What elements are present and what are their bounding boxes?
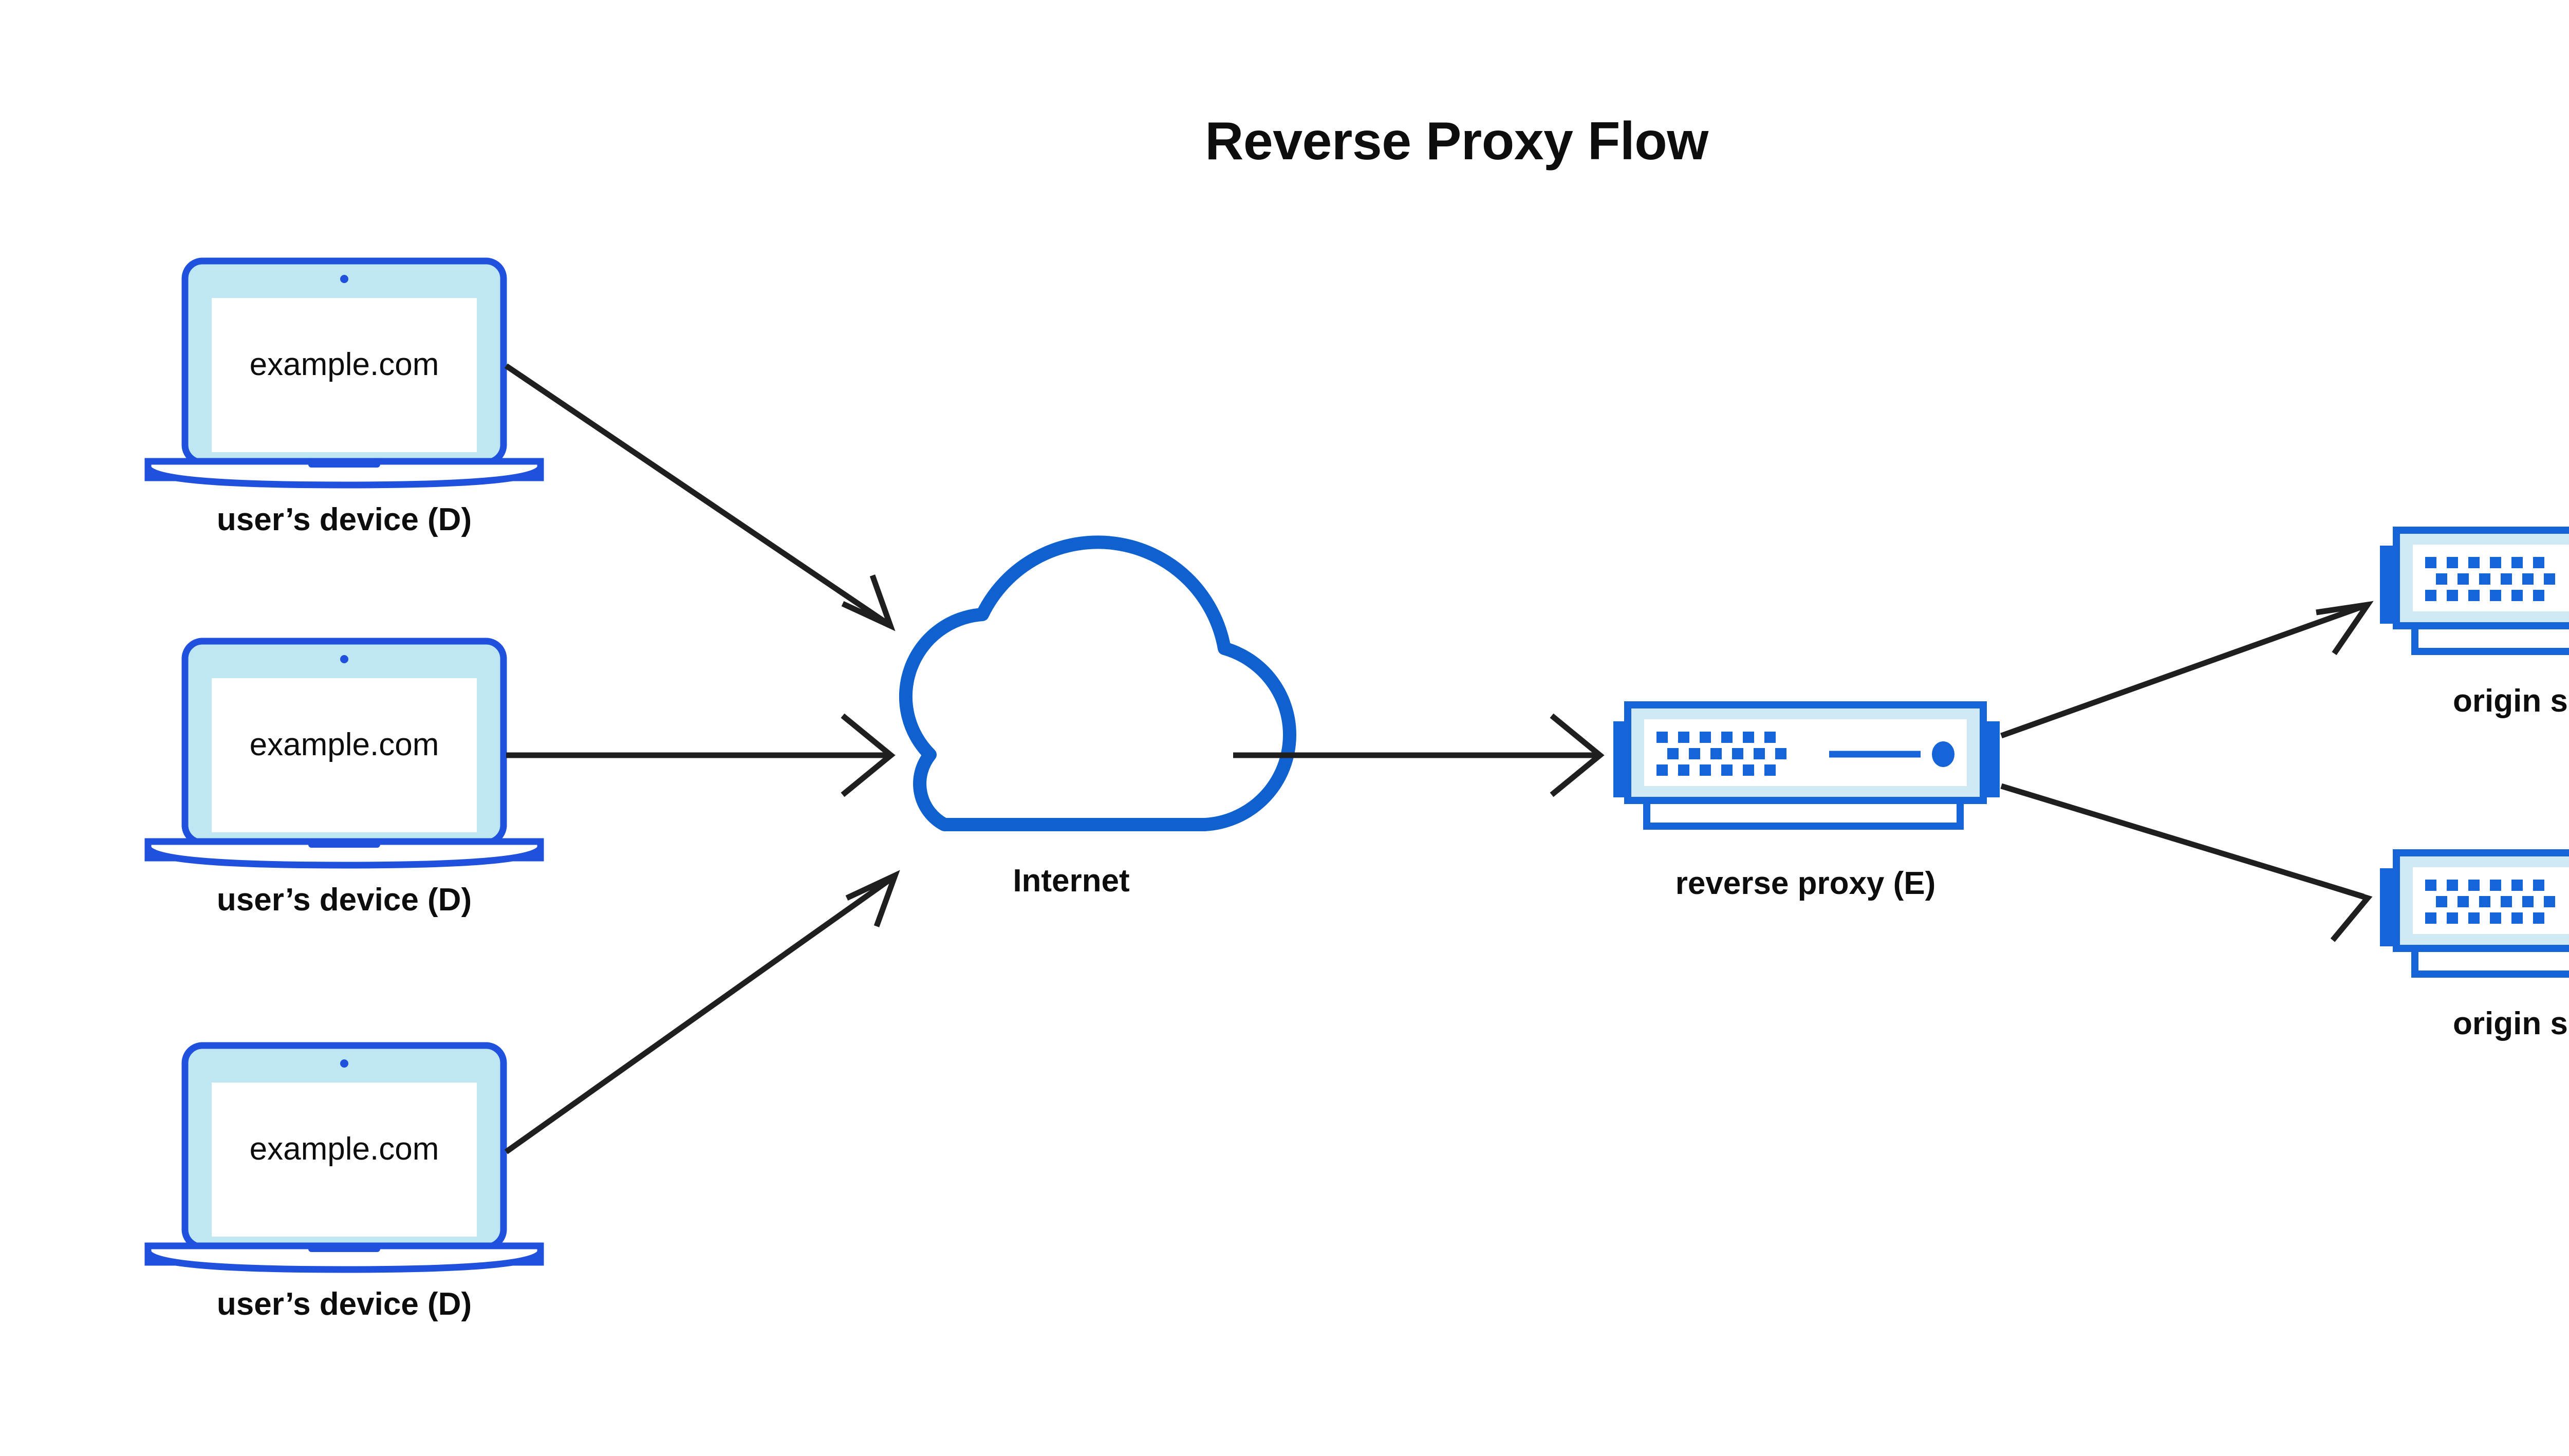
laptop-camera-icon [340, 275, 348, 283]
server-icon [1613, 701, 2000, 830]
laptop-icon: example.com [144, 1042, 544, 1273]
origin-server-node-bottom: origin server (F) [2380, 849, 2569, 1041]
laptop-icon: example.com [144, 638, 544, 869]
server-icon [2380, 527, 2569, 655]
flow-arrow-device-middle-to-cloud [506, 713, 896, 797]
laptop-trackpad-notch [308, 459, 380, 468]
device-label-top: user’s device (D) [217, 502, 472, 537]
server-vent-grid-icon [2425, 880, 2555, 924]
device-label-bottom: user’s device (D) [217, 1286, 472, 1322]
flow-arrow-proxy-to-origin-bottom [2000, 783, 2373, 942]
laptop-screen [212, 298, 477, 452]
server-icon [2380, 849, 2569, 978]
cloud-label: Internet [1013, 863, 1129, 899]
device-screen-text: example.com [250, 347, 439, 382]
device-node-top: example.com user’s device (D) [144, 257, 544, 537]
page-title: Reverse Proxy Flow [1205, 111, 1709, 171]
cloud-icon [899, 535, 1296, 831]
laptop-trackpad-notch [308, 1244, 380, 1252]
flow-arrow-device-bottom-to-cloud [504, 870, 900, 1154]
device-screen-text: example.com [250, 1131, 439, 1167]
origin-server-node-top: origin server (F) [2380, 527, 2569, 719]
origin-server-label-top: origin server (F) [2453, 683, 2569, 719]
origin-server-label-bottom: origin server (F) [2453, 1006, 2569, 1041]
flow-arrow-cloud-to-proxy [1233, 713, 1605, 797]
laptop-screen [212, 678, 477, 832]
device-node-middle: example.com user’s device (D) [144, 638, 544, 918]
laptop-base-lip [144, 1242, 544, 1273]
laptop-trackpad-notch [308, 839, 380, 848]
laptop-icon: example.com [144, 257, 544, 489]
laptop-screen [212, 1082, 477, 1237]
reverse-proxy-node: reverse proxy (E) [1613, 701, 2000, 901]
device-node-bottom: example.com user’s device (D) [144, 1042, 544, 1322]
laptop-camera-icon [340, 655, 348, 663]
flow-arrow-proxy-to-origin-top [2000, 601, 2374, 739]
device-screen-text: example.com [250, 727, 439, 762]
laptop-base-lip [144, 838, 544, 869]
flow-arrow-device-top-to-cloud [504, 363, 896, 631]
server-led-icon [1932, 741, 1954, 767]
laptop-camera-icon [340, 1059, 348, 1068]
server-vent-grid-icon [1656, 732, 1786, 776]
internet-cloud-node: Internet [899, 535, 1296, 899]
server-vent-grid-icon [2425, 557, 2555, 601]
laptop-base-lip [144, 458, 544, 489]
device-label-middle: user’s device (D) [217, 882, 472, 918]
reverse-proxy-label: reverse proxy (E) [1676, 866, 1936, 901]
